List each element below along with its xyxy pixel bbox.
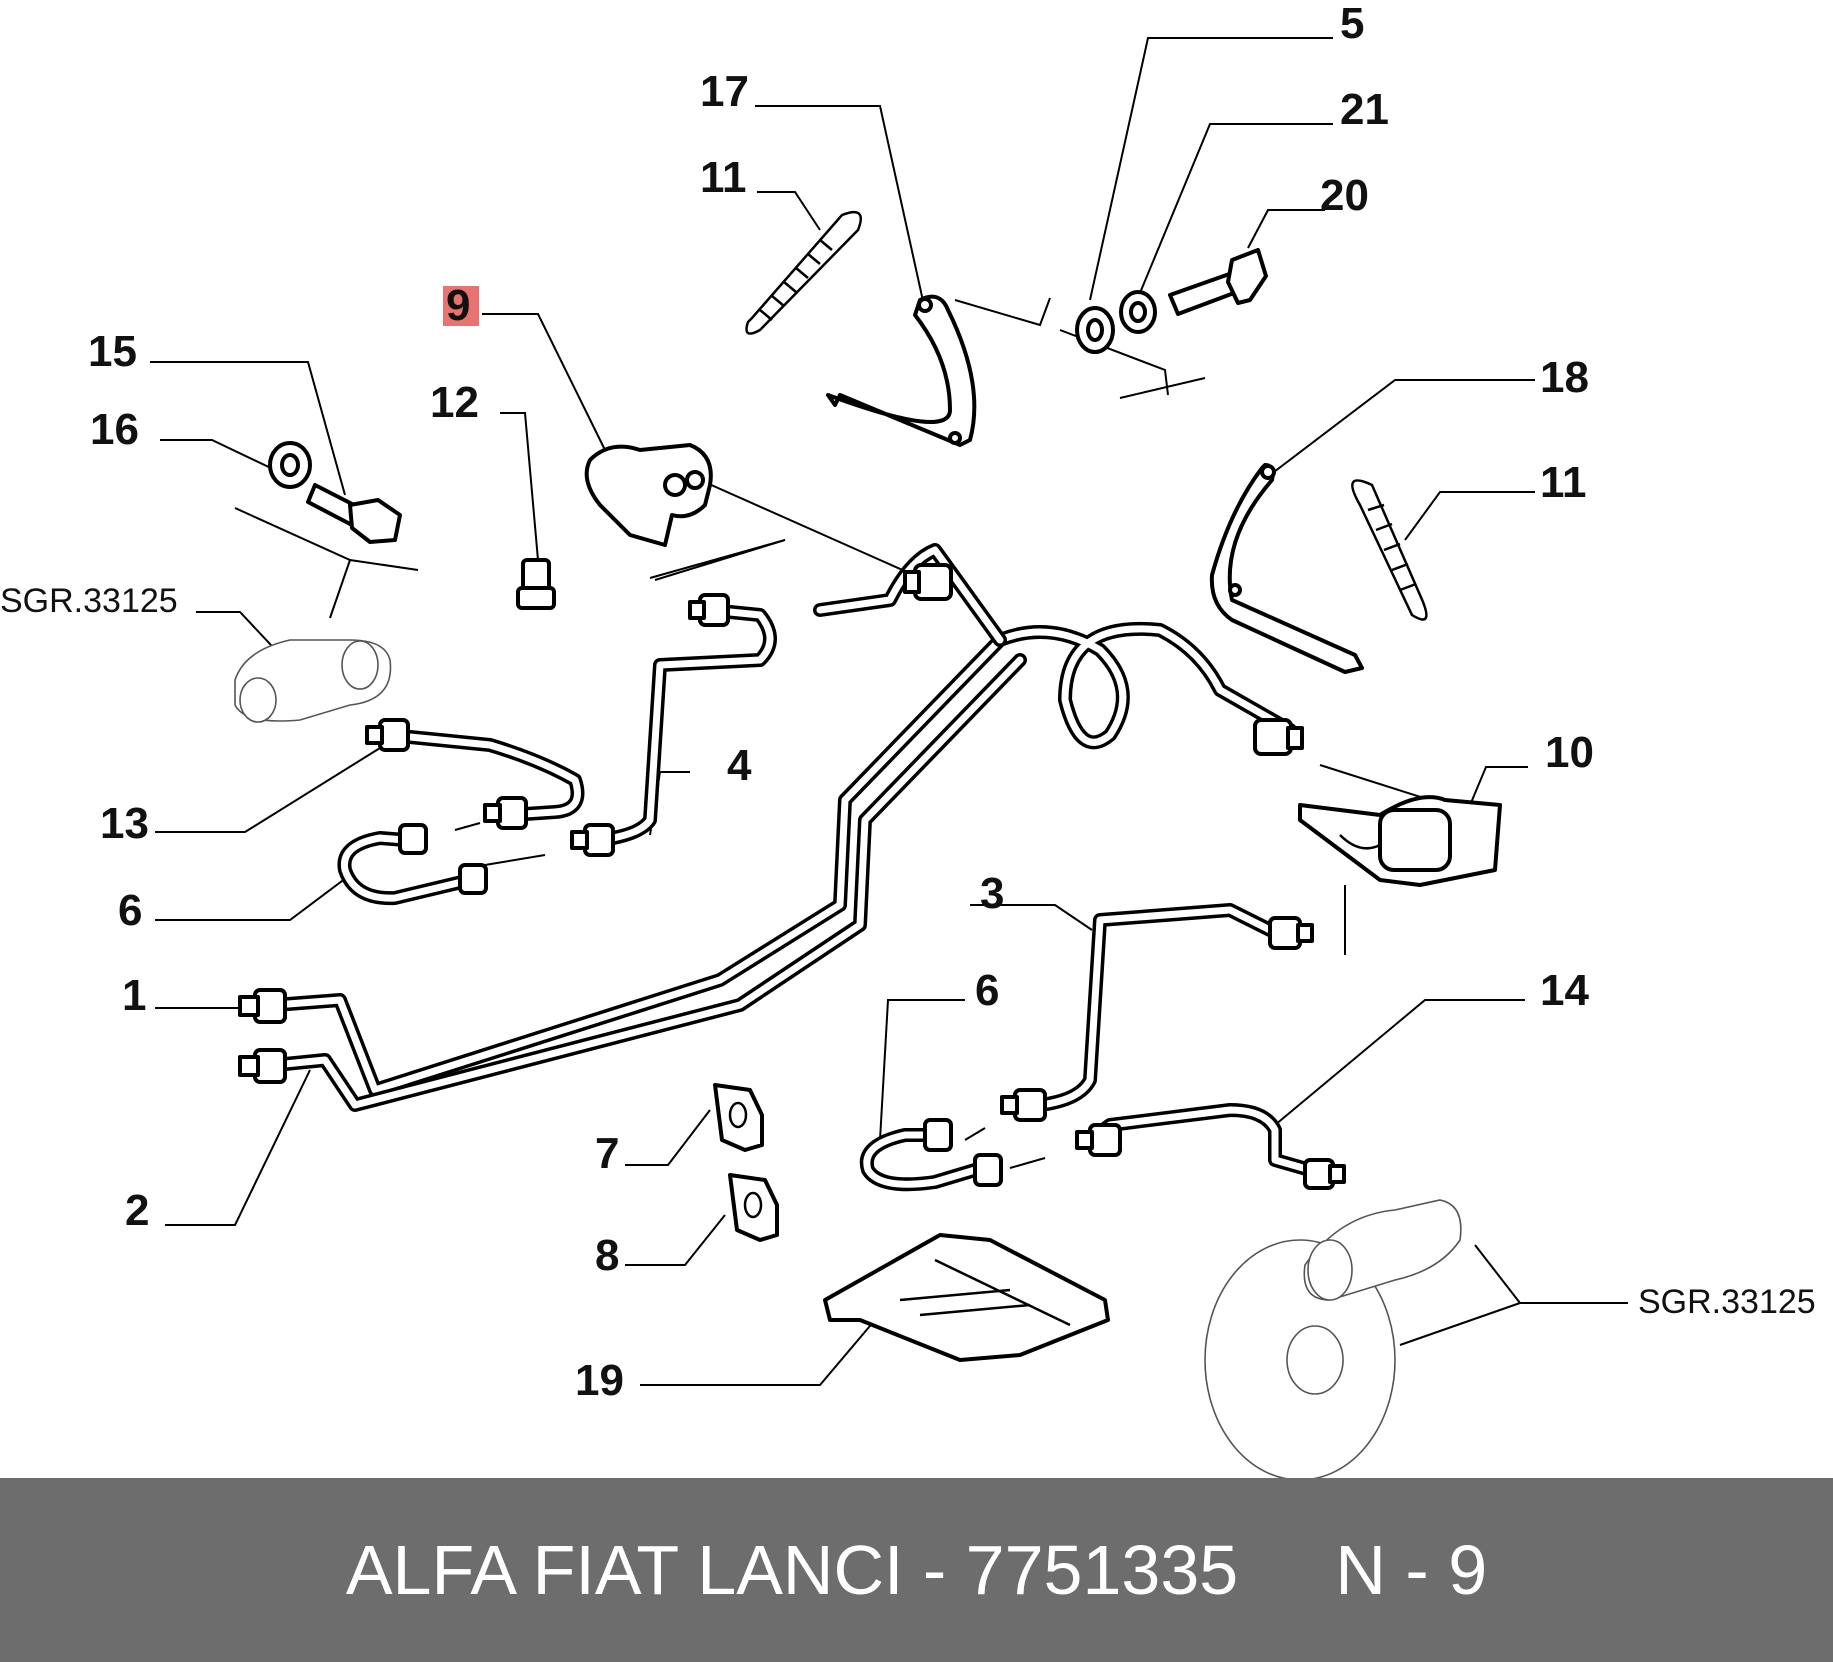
- callout-2: 2: [125, 1186, 149, 1235]
- callout-10: 10: [1545, 728, 1594, 777]
- fitting-nut: [1075, 1123, 1122, 1157]
- callout-6-right: 6: [975, 966, 999, 1015]
- callout-4: 4: [727, 741, 752, 790]
- washer-21: [1119, 290, 1157, 334]
- bolt-12: [516, 558, 556, 610]
- callout-17: 17: [700, 67, 749, 116]
- callout-15: 15: [88, 327, 137, 376]
- bracket-18: [1209, 463, 1364, 674]
- pipe-fittings: [238, 563, 1346, 1190]
- fitting-nut: [483, 796, 528, 830]
- callout-21: 21: [1340, 85, 1389, 134]
- washer-5: [1075, 306, 1115, 354]
- callout-14: 14: [1540, 966, 1589, 1015]
- callout-9: 9: [446, 281, 470, 330]
- shield-19: [823, 1233, 1110, 1362]
- callout-3: 3: [980, 869, 1004, 918]
- brake-pipes: [268, 543, 1317, 1192]
- fitting-nut: [973, 1153, 1003, 1187]
- callout-20: 20: [1320, 171, 1369, 220]
- callout-18: 18: [1540, 353, 1589, 402]
- valve-9: [584, 443, 713, 547]
- fitting-nut: [1000, 1088, 1047, 1122]
- fitting-nut: [1253, 718, 1304, 756]
- callout-12: 12: [430, 378, 479, 427]
- fitting-nut: [238, 1048, 287, 1084]
- fitting-nut: [365, 718, 410, 752]
- callout-1: 1: [122, 971, 146, 1020]
- reference-label-left: SGR.33125: [0, 582, 178, 620]
- brake-disc-reference-right: [1204, 1199, 1462, 1481]
- footer-part-number: ALFA FIAT LANCI - 7751335 N - 9: [345, 1531, 1488, 1609]
- spring-11-upper: [745, 210, 862, 335]
- valve-10: [1298, 795, 1502, 887]
- fitting-nut: [458, 863, 488, 895]
- callout-7: 7: [595, 1129, 619, 1178]
- fitting-nut: [1268, 916, 1314, 950]
- callout-11-lower: 11: [1540, 458, 1587, 507]
- reference-label-right: SGR.33125: [1638, 1283, 1816, 1321]
- callout-labels: 5 17 21 11 20 9 15 18 12 16 11 SGR.33125…: [0, 0, 1816, 1405]
- clip-7: [713, 1083, 764, 1152]
- callout-8: 8: [595, 1231, 619, 1280]
- callout-16: 16: [90, 405, 139, 454]
- washer-16: [268, 441, 312, 489]
- callout-11-upper: 11: [700, 153, 747, 202]
- callout-19: 19: [575, 1356, 624, 1405]
- fitting-nut: [1303, 1158, 1346, 1190]
- fitting-nut: [903, 563, 953, 601]
- fitting-nut: [398, 823, 428, 855]
- spring-11-lower: [1351, 479, 1428, 621]
- clip-8: [728, 1173, 779, 1242]
- bracket-17: [826, 294, 977, 447]
- fitting-nut: [238, 988, 287, 1024]
- bolt-20: [1168, 248, 1268, 316]
- bolt-15: [306, 483, 402, 544]
- callout-5: 5: [1340, 0, 1364, 48]
- callout-highlight: [443, 286, 479, 326]
- part-number-footer: ALFA FIAT LANCI - 7751335 N - 9: [0, 1478, 1833, 1662]
- callout-13: 13: [100, 799, 149, 848]
- fitting-nut: [923, 1118, 953, 1152]
- callout-6-left: 6: [118, 886, 142, 935]
- fitting-nut: [570, 823, 615, 857]
- wheel-cylinder-reference-left: [234, 639, 392, 723]
- fitting-nut: [688, 593, 730, 627]
